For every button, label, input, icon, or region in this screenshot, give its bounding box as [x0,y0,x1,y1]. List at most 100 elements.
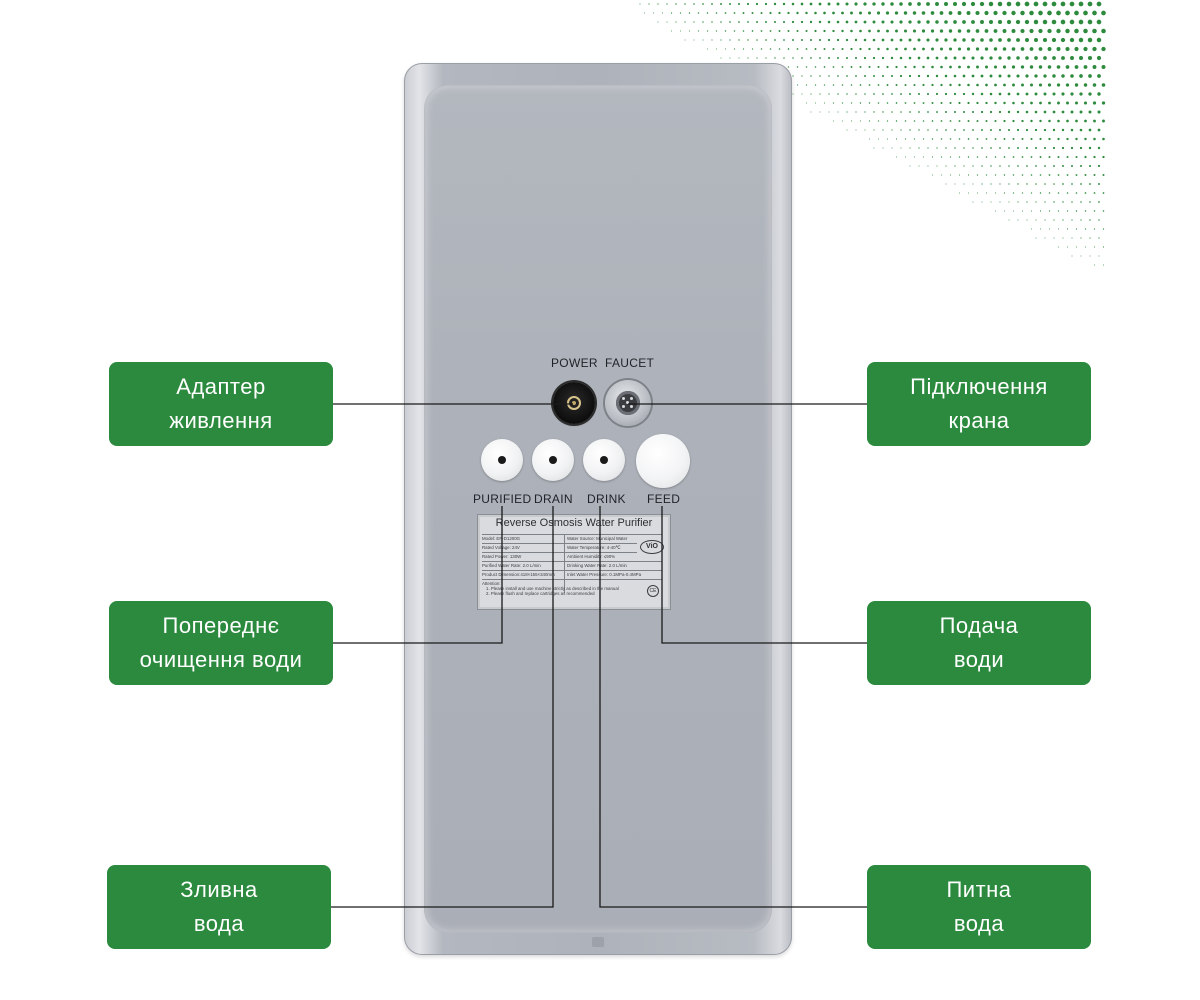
pattern-dot [967,120,970,122]
pattern-dot [805,66,808,68]
pattern-dot [1074,28,1079,34]
pattern-dot [729,21,731,23]
pattern-dot [908,38,912,42]
pattern-dot [1012,174,1015,176]
pattern-dot [1042,19,1048,25]
pattern-dot [850,102,853,104]
pattern-dot [939,11,944,15]
pattern-dot [1075,228,1078,230]
pattern-dot [1092,65,1097,69]
pattern-dot [846,129,848,131]
callout-line: вода [193,911,245,936]
pattern-dot [1034,128,1038,132]
pattern-dot [1007,56,1011,60]
pattern-dot [845,20,849,24]
pattern-dot [1034,56,1038,60]
specification-plate: Reverse Osmosis Water Purifier Model: EP… [477,514,671,610]
pattern-dot [949,156,952,158]
pattern-dot [842,120,843,122]
pattern-dot [994,174,997,176]
pattern-dot [1052,146,1056,150]
pattern-dot [782,2,786,6]
pattern-dot [832,84,835,86]
pattern-dot [1048,119,1051,123]
pattern-dot [1002,65,1007,69]
pattern-dot [747,39,749,41]
pattern-dot [939,29,944,33]
pattern-dot [1057,137,1060,141]
pattern-dot [957,47,962,51]
pattern-dot [819,93,821,95]
pattern-dot [966,47,971,51]
pattern-dot [1098,219,1100,221]
pattern-dot [967,83,970,87]
pattern-dot [967,174,970,176]
pattern-dot [827,20,831,24]
pattern-dot [1089,183,1091,185]
pattern-dot [1035,201,1037,203]
pattern-dot [886,120,889,122]
pattern-dot [845,38,849,42]
plate-spec-row: Rated Voltage: 24V [482,545,520,550]
pattern-dot [1101,101,1106,105]
pattern-dot [1066,155,1069,159]
drink-port-fitting [583,439,625,481]
pattern-dot [1078,19,1084,25]
pattern-dot [1075,119,1078,123]
pattern-dot [1011,29,1016,33]
pattern-dot [949,174,952,176]
pattern-dot [931,156,934,158]
pattern-dot [1015,1,1021,7]
pattern-dot [1006,1,1012,7]
pattern-dot [855,75,857,77]
pattern-dot [953,38,957,42]
pattern-dot [873,111,875,113]
pattern-dot [944,74,948,78]
pattern-dot [1029,47,1034,51]
pattern-dot [935,92,939,96]
pattern-dot [1008,201,1010,203]
pattern-dot [890,20,894,24]
pattern-dot [854,38,858,42]
pattern-dot [975,10,980,16]
pattern-dot [1071,219,1073,221]
pattern-dot [1071,201,1073,203]
pattern-dot [945,165,947,167]
pattern-dot [963,129,965,131]
pattern-dot [882,93,884,95]
pattern-dot [773,2,777,6]
pattern-dot [1096,1,1102,7]
pattern-dot [999,183,1001,185]
pattern-dot [841,66,844,68]
pattern-dot [1042,1,1048,7]
pattern-dot [805,48,808,50]
pattern-dot [1065,28,1070,34]
pattern-dot [998,110,1002,114]
pattern-dot [764,2,768,6]
pattern-dot [729,39,731,41]
plate-spec-row: Water Temperature: 4-40℃ [567,545,621,550]
pattern-dot [984,10,989,16]
pattern-dot [971,20,975,24]
pattern-dot [1093,246,1096,248]
pattern-dot [989,74,993,78]
callout-line: Адаптер [176,374,266,399]
pattern-dot [931,65,934,69]
pattern-dot [1093,174,1096,176]
pattern-dot [1048,101,1051,105]
pattern-dot [917,2,921,6]
pattern-dot [958,65,961,69]
pattern-dot [968,192,969,194]
pattern-dot [1038,83,1043,87]
pattern-dot [1075,174,1078,176]
pattern-dot [994,101,997,105]
pattern-dot [814,84,817,86]
purified-port-label: PURIFIED [473,492,532,506]
pattern-dot [891,111,893,113]
pattern-dot [837,75,839,77]
pattern-dot [993,65,998,69]
pattern-dot [873,129,875,131]
pattern-dot [1024,19,1030,25]
pattern-dot [873,147,875,149]
pattern-dot [1098,255,1100,257]
